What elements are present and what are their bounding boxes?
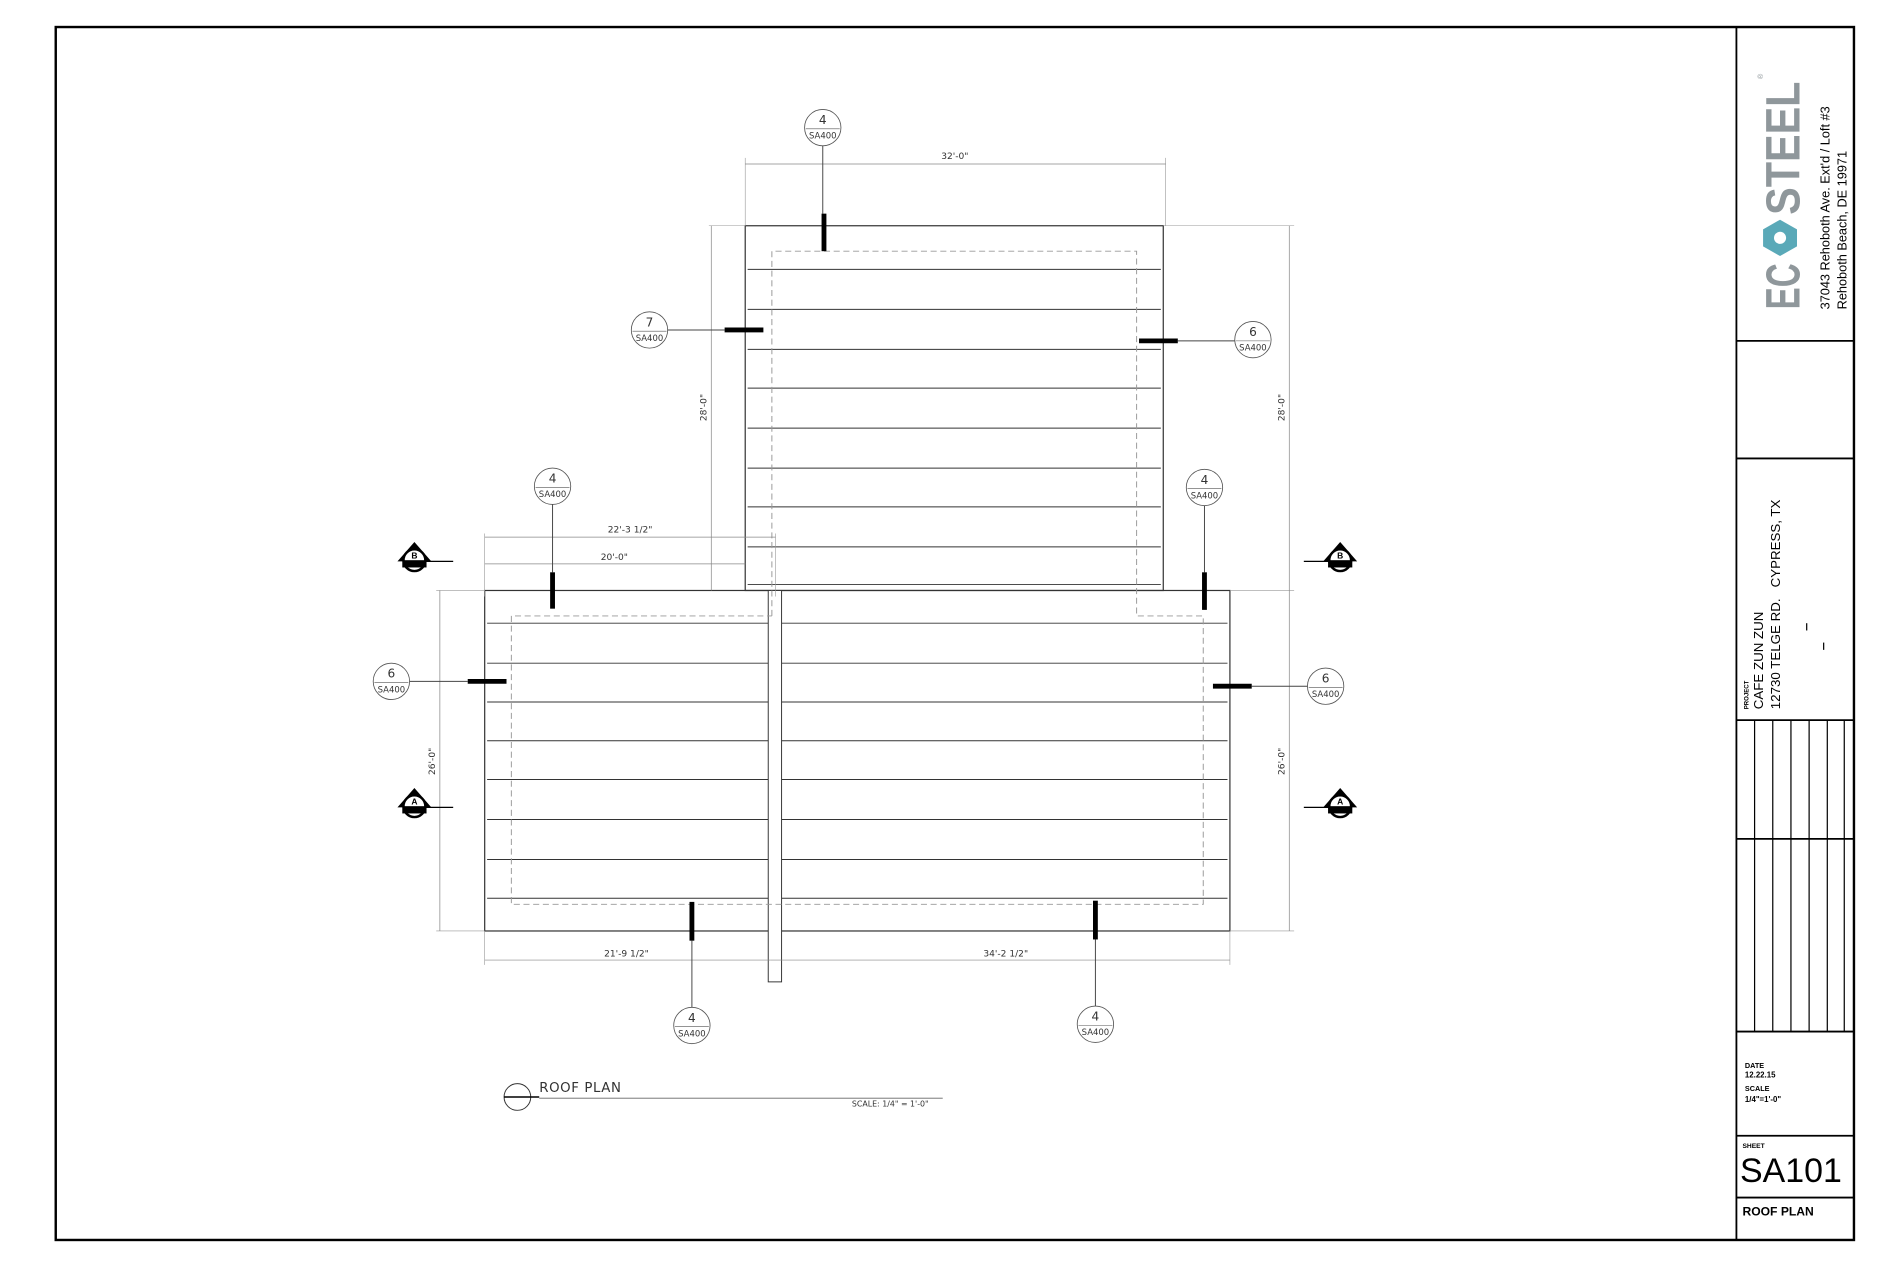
project-address: 12730 TELGE RD. CYPRESS, TX (1768, 499, 1783, 709)
callout-number: 6 (1322, 672, 1330, 686)
lower-roof-outline (484, 589, 1231, 932)
section-letter: B (411, 550, 417, 560)
wall-line-dashed (510, 250, 1204, 905)
section-ref-band (1328, 560, 1353, 568)
sheet-border (54, 25, 1856, 1242)
dimension-label: 26'-0" (1277, 748, 1287, 775)
section-marker: B (1303, 542, 1358, 573)
project-label: PROJECT (1745, 680, 1751, 709)
view-title-block: ROOF PLAN SCALE: 1/4" = 1'-0" (503, 1081, 943, 1111)
callout-number: 4 (1201, 473, 1209, 487)
scale-label: SCALE (1745, 1084, 1770, 1093)
callout-bubble (1234, 321, 1272, 359)
section-letter: B (1337, 550, 1343, 560)
callout-bubble (804, 109, 842, 147)
view-scale: SCALE: 1/4" = 1'-0" (852, 1100, 929, 1109)
scale-value: 1/4"=1'-0" (1745, 1095, 1781, 1104)
callout-number: 6 (388, 667, 396, 681)
callout-sheet-ref: SA400 (1312, 689, 1340, 699)
section-letter: A (411, 796, 417, 806)
roof-plan: 32'-0" 28'-0" 28'-0" 22'-3 1/2" 20'-0" 26'-0"… (372, 109, 1358, 1045)
date-label: DATE (1745, 1061, 1764, 1070)
gutter-strip (767, 589, 783, 983)
dimension-label: 22'-3 1/2" (608, 525, 653, 535)
svg-text:STEEL: STEEL (1756, 82, 1810, 215)
company-address-line1: 37043 Rehoboth Ave. Ext'd / Loft #3 (1818, 106, 1833, 309)
callout-sheet-ref: SA400 (809, 131, 837, 141)
callout-sheet-ref: SA400 (636, 333, 664, 343)
dimension-label: 20'-0" (601, 553, 628, 563)
callout-number: 4 (819, 113, 827, 127)
company-logo: EC STEEL ® (1756, 73, 1810, 309)
dimension-label: 21'-9 1/2" (604, 949, 649, 959)
svg-text:EC: EC (1756, 263, 1810, 309)
callout-number: 7 (646, 315, 654, 329)
dimension-label: 32'-0" (941, 152, 968, 162)
dimension-label: 26'-0" (428, 748, 438, 775)
callout-sheet-ref: SA400 (678, 1028, 706, 1038)
dimension-label: 28'-0" (699, 394, 709, 421)
section-ref-band (402, 806, 427, 814)
upper-roof-outline (744, 225, 1164, 592)
section-ref-band (1328, 806, 1353, 814)
dimension-label: 28'-0" (1277, 394, 1287, 421)
view-title: ROOF PLAN (539, 1081, 621, 1096)
callout-number: 4 (688, 1011, 696, 1025)
sheet-title: ROOF PLAN (1742, 1205, 1813, 1219)
section-marker: A (1303, 787, 1358, 819)
callout-number: 4 (1092, 1010, 1100, 1024)
callout-number: 4 (549, 472, 557, 486)
date-value: 12.22.15 (1745, 1071, 1776, 1080)
section-marker: B (397, 542, 454, 573)
svg-text:®: ® (1756, 73, 1765, 79)
callout-sheet-ref: SA400 (378, 684, 406, 694)
section-marker: A (397, 787, 454, 819)
sheet-number: SA101 (1740, 1152, 1842, 1190)
date-scale-block: DATE 12.22.15 SCALE 1/4"=1'-0" (1745, 1061, 1781, 1104)
callout-sheet-ref: SA400 (1191, 490, 1219, 500)
company-address-line2: Rehoboth Beach, DE 19971 (1835, 151, 1850, 309)
title-block (1735, 27, 1854, 1240)
callout-sheet-ref: SA400 (1239, 343, 1267, 353)
sheet-label: SHEET (1742, 1143, 1764, 1150)
project-name: CAFE ZUN ZUN (1751, 612, 1766, 710)
callout-number: 6 (1249, 325, 1257, 339)
dimension-label: 34'-2 1/2" (983, 949, 1028, 959)
callout-sheet-ref: SA400 (539, 489, 567, 499)
callout-sheet-ref: SA400 (1082, 1027, 1110, 1037)
section-ref-band (402, 560, 427, 568)
section-letter: A (1337, 796, 1343, 806)
